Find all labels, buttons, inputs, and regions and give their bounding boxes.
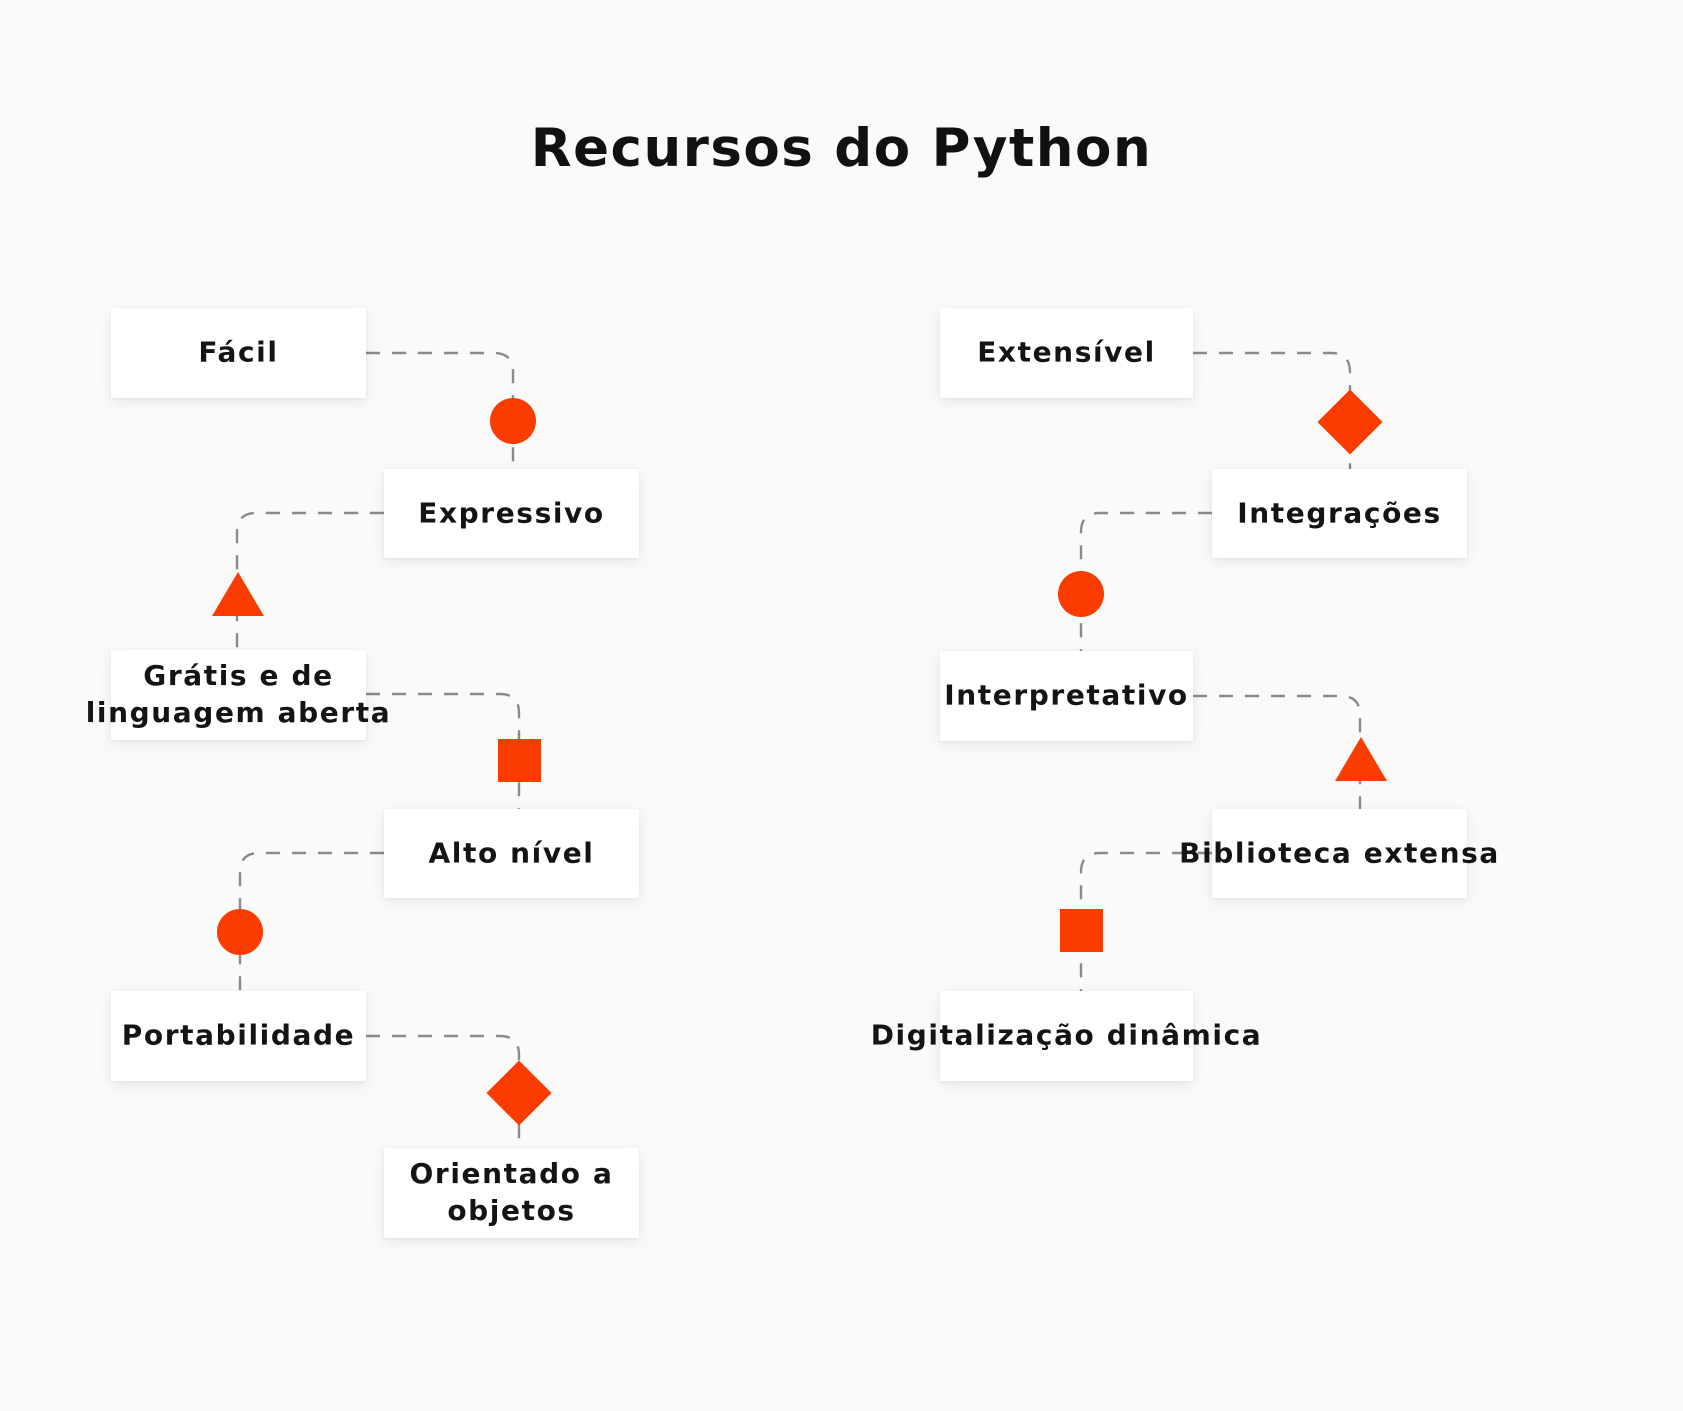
- node-label: Expressivo: [418, 496, 605, 530]
- node-label: Grátis e de linguagem aberta: [85, 659, 392, 729]
- square-marker: [498, 739, 541, 782]
- connector-right-2: [1079, 511, 1212, 655]
- triangle-marker: [1335, 737, 1387, 781]
- node-portabilidade[interactable]: Portabilidade: [111, 991, 366, 1081]
- node-expressivo[interactable]: Expressivo: [384, 469, 639, 558]
- node-label: Biblioteca extensa: [1179, 836, 1500, 870]
- connector-left-5: [366, 1034, 521, 1155]
- node-label: Integrações: [1237, 496, 1442, 530]
- node-interpretativo[interactable]: Interpretativo: [940, 651, 1193, 741]
- connector-right-3: [1193, 694, 1362, 818]
- node-alto-nivel[interactable]: Alto nível: [384, 809, 639, 898]
- circle-marker: [1058, 571, 1104, 617]
- node-label: Interpretativo: [944, 678, 1189, 712]
- square-marker: [1060, 909, 1103, 952]
- node-extensivel[interactable]: Extensível: [940, 308, 1193, 398]
- connector-right-1: [1193, 351, 1352, 478]
- node-integracoes[interactable]: Integrações: [1212, 469, 1467, 558]
- node-biblioteca-extensa[interactable]: Biblioteca extensa: [1179, 809, 1498, 898]
- connector-left-2: [235, 511, 384, 655]
- circle-marker: [217, 909, 263, 955]
- circle-marker: [490, 398, 536, 444]
- triangle-marker: [212, 572, 264, 616]
- connector-left-4: [238, 851, 384, 995]
- node-label: Extensível: [977, 335, 1156, 369]
- node-label: Portabilidade: [121, 1018, 356, 1052]
- node-gratis-linguagem-aberta[interactable]: Grátis e de linguagem aberta: [86, 650, 390, 740]
- node-facil[interactable]: Fácil: [111, 308, 366, 398]
- node-label: Digitalização dinâmica: [870, 1018, 1263, 1052]
- node-digitalizacao-dinamica[interactable]: Digitalização dinâmica: [871, 991, 1261, 1081]
- node-label: Orientado a objetos: [409, 1157, 614, 1227]
- page-title: Recursos do Python: [530, 118, 1153, 179]
- node-label: Alto nível: [428, 836, 595, 870]
- connector-right-4: [1079, 851, 1212, 995]
- node-label: Fácil: [198, 335, 279, 369]
- node-orientado-a-objetos[interactable]: Orientado a objetos: [384, 1148, 639, 1238]
- connector-left-3: [366, 692, 521, 818]
- connector-left-1: [366, 351, 515, 478]
